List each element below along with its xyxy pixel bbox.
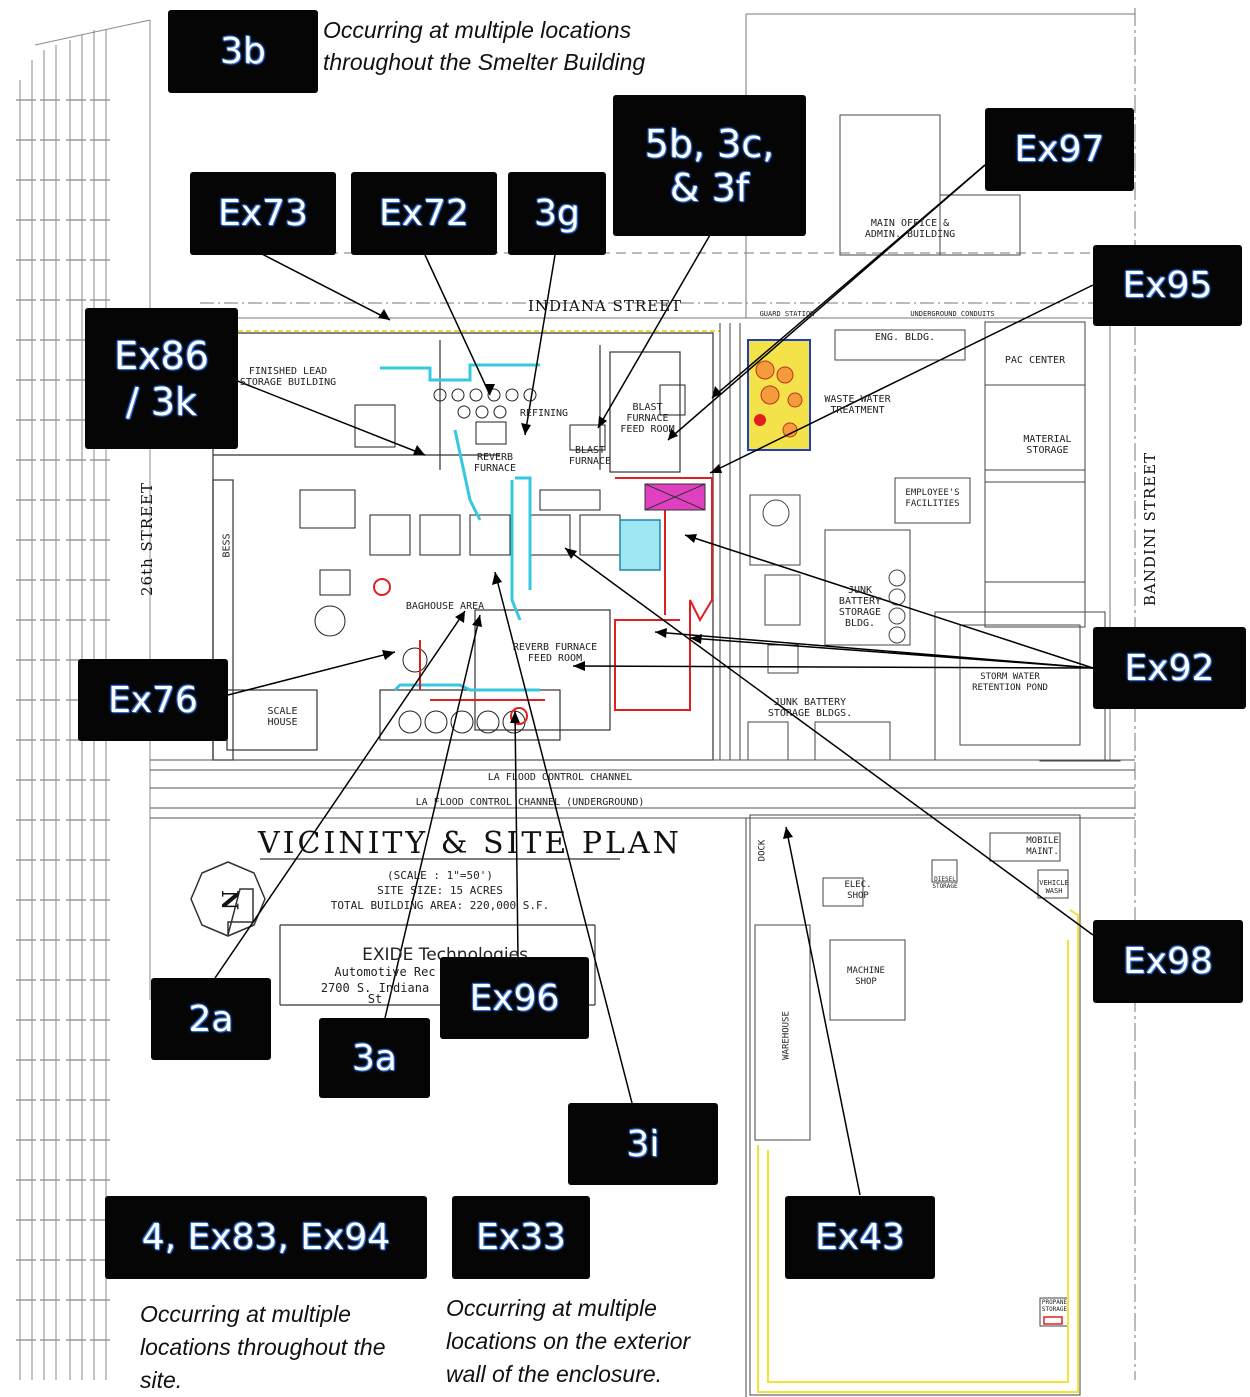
callout-3i: 3i: [568, 1103, 718, 1185]
machine-shop-label: MACHINE SHOP: [847, 966, 885, 987]
eng-bldg-label: ENG. BLDG.: [874, 332, 936, 343]
callout-ex72: Ex72: [351, 172, 497, 255]
callout-3g: 3g: [508, 172, 606, 255]
cyan-tank: [619, 519, 661, 571]
plan-scale: (SCALE : 1"=50'): [387, 869, 493, 882]
plan-site-size: SITE SIZE: 15 ACRES: [377, 884, 503, 897]
storm-water-label: STORM WATER RETENTION POND: [972, 672, 1048, 693]
finished-lead-label: FINISHED LEAD STORAGE BUILDING: [239, 366, 337, 388]
scale-house-label: SCALE HOUSE: [267, 706, 298, 728]
east-buildings: [747, 114, 1121, 762]
callout-ex92: Ex92: [1093, 627, 1246, 709]
north-letter: N: [216, 889, 243, 911]
bess-label: BESS: [221, 533, 233, 558]
bandini-street-label: BANDINI STREET: [1141, 451, 1160, 607]
indiana-street-label: INDIANA STREET: [528, 297, 683, 315]
reverb-furnace-label: REVERB FURNACE: [473, 452, 517, 474]
junk-battery-label: JUNK BATTERY STORAGE BLDG.: [838, 585, 882, 629]
junk-battery-bldgs-label: JUNK BATTERY STORAGE BLDGS.: [767, 697, 853, 719]
blast-furnace-feed-label: BLAST FURNACE FEED ROOM: [620, 402, 675, 435]
callout-ex96: Ex96: [440, 957, 589, 1039]
mobile-maint-label: MOBILE MAINT.: [1026, 836, 1059, 857]
note-site: Occurring at multiple locations througho…: [140, 1301, 386, 1393]
railway-ties: [15, 99, 111, 1341]
plan-address: 2700 S. Indiana St: [320, 981, 430, 1006]
callout-ex86-3k: Ex86 / 3k: [85, 308, 238, 449]
baghouse-label: BAGHOUSE AREA: [405, 601, 485, 612]
flood-channel-label: LA FLOOD CONTROL CHANNEL: [487, 772, 633, 783]
callout-ex98: Ex98: [1093, 920, 1243, 1003]
callout-2a: 2a: [151, 978, 271, 1060]
callout-ex76: Ex76: [78, 659, 228, 741]
blast-furnace-label: BLAST FURNACE: [568, 445, 612, 467]
warehouse-label: WAREHOUSE: [781, 1011, 792, 1060]
callout-ex73: Ex73: [190, 172, 336, 255]
main-office-label: MAIN OFFICE & ADMIN. BUILDING: [864, 218, 956, 240]
plan-company-sub: Automotive Rec: [334, 965, 436, 979]
guard-station-label: GUARD STATION: [759, 310, 815, 318]
red-piping: [419, 477, 713, 711]
callout-3b: 3b: [168, 10, 318, 93]
south-parcel: [745, 814, 1081, 1397]
employee-facilities-label: EMPLOYEE'S FACILITIES: [905, 488, 960, 509]
callout-3a: 3a: [319, 1018, 430, 1098]
callout-5b-3c-3f: 5b, 3c, & 3f: [613, 95, 806, 236]
note-enclosure: Occurring at multiple locations on the e…: [446, 1295, 691, 1387]
callout-ex97: Ex97: [985, 108, 1134, 191]
dock-label: DOCK: [757, 839, 768, 862]
pac-center-label: PAC CENTER: [1004, 355, 1066, 366]
material-storage-label: MATERIAL STORAGE: [1023, 434, 1072, 456]
yellow-fence: [757, 909, 1079, 1393]
vehicle-wash-label: VEHICLE WASH: [1039, 879, 1069, 895]
flood-channel: [150, 759, 1135, 819]
conduits-label: UNDERGROUND CONDUITS: [910, 310, 995, 318]
plan-title: VICINITY & SITE PLAN: [258, 826, 682, 861]
refining-label: REFINING: [519, 408, 569, 419]
26th-street-label: 26th STREET: [138, 481, 157, 597]
diesel-storage-label: DIESEL STORAGE: [932, 876, 958, 890]
callout-leader-lines: [214, 164, 1094, 1196]
waste-water-label: WASTE WATER TREATMENT: [824, 394, 891, 416]
wastewater-treatment-plant: [747, 339, 811, 451]
flood-channel-ug-label: LA FLOOD CONTROL CHANNEL (UNDERGROUND): [415, 797, 645, 808]
callout-ex43: Ex43: [785, 1196, 935, 1279]
red-fan: [373, 578, 391, 596]
plan-building-area: TOTAL BUILDING AREA: 220,000 S.F.: [330, 899, 550, 912]
smelter-equipment: [299, 384, 686, 734]
callout-4-ex83-ex94: 4, Ex83, Ex94: [105, 1196, 427, 1279]
reverb-feed-room-label: REVERB FURNACE FEED ROOM: [512, 642, 598, 664]
elec-shop-label: ELEC. SHOP: [844, 880, 872, 901]
note-smelter: Occurring at multiple locations througho…: [323, 17, 646, 75]
north-compass: [190, 861, 266, 937]
propane-storage-label: PROPANE STORAGE: [1041, 1299, 1068, 1313]
callout-ex33: Ex33: [452, 1196, 590, 1279]
smelter-cyan-piping: [380, 363, 540, 692]
callout-ex95: Ex95: [1093, 245, 1242, 326]
